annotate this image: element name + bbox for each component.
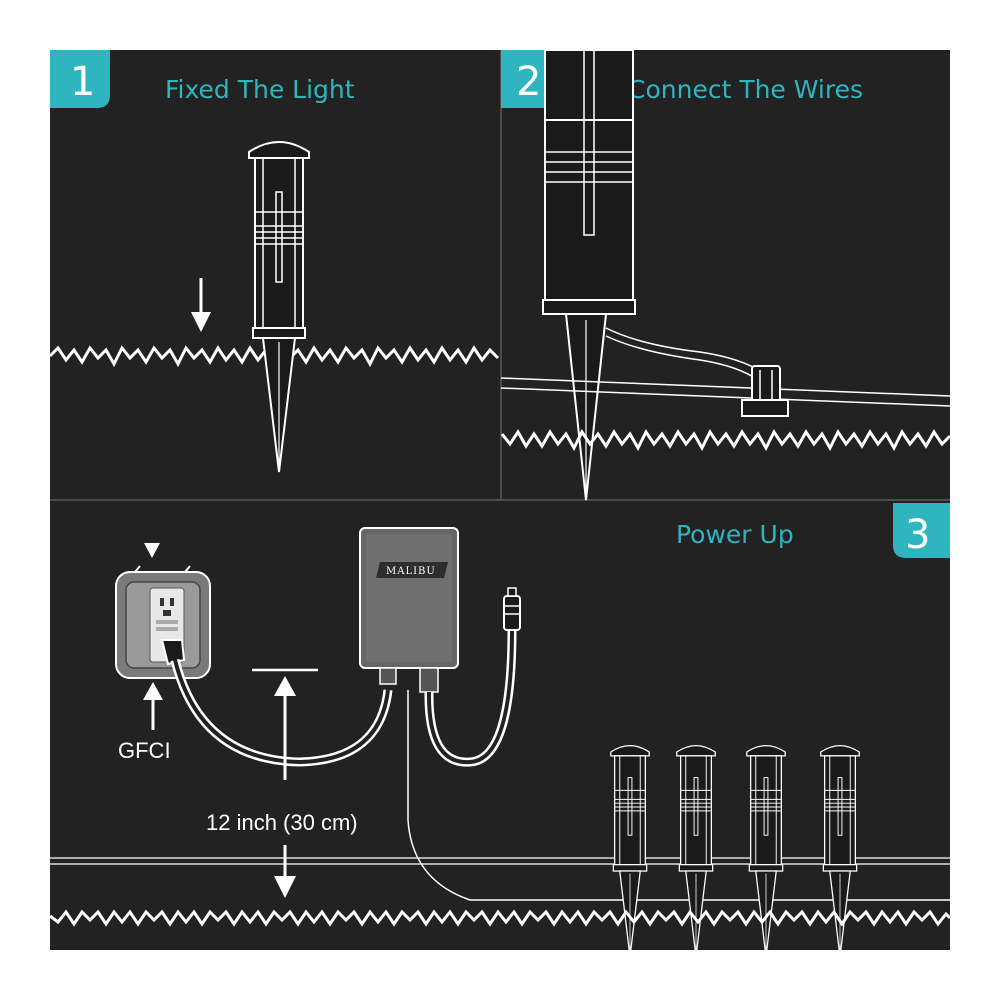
step-2-title: Connect The Wires <box>628 75 863 104</box>
step-3-title: Power Up <box>676 520 794 549</box>
step-2-number: 2 <box>516 59 541 105</box>
main-cable-lower <box>500 387 951 407</box>
light-wire <box>605 327 763 373</box>
step-1-badge <box>50 50 110 108</box>
plug-icon <box>160 639 186 666</box>
brand-logo: MALIBU <box>386 566 436 577</box>
buried-wire <box>407 690 950 901</box>
step-1-title: Fixed The Light <box>165 75 355 104</box>
down-arrow-icon <box>191 278 211 332</box>
cable-connector-icon <box>503 587 521 631</box>
grass-line-2 <box>500 429 952 452</box>
grass-line-3 <box>49 909 952 927</box>
panel-step-1: 1 Fixed The Light <box>48 50 500 473</box>
step-3-number: 3 <box>905 512 930 558</box>
step-3-badge <box>893 503 950 558</box>
path-light-closeup-icon <box>542 49 636 501</box>
measure-up-arrow-icon <box>274 676 296 780</box>
distance-label: 12 inch (30 cm) <box>206 810 358 835</box>
outlet-icon <box>115 565 211 679</box>
panel-step-2: 2 Connect The Wires <box>500 49 952 501</box>
down-triangle-icon <box>144 543 160 558</box>
gfci-label: GFCI <box>118 738 171 763</box>
up-arrow-icon <box>143 682 163 730</box>
wire-connector-icon <box>741 365 789 417</box>
step-1-number: 1 <box>70 59 95 105</box>
measure-down-arrow-icon <box>274 845 296 898</box>
panel-step-3: 3 Power Up GFCI <box>49 503 952 958</box>
main-cable <box>500 377 951 397</box>
transformer-icon: MALIBU <box>359 527 459 693</box>
